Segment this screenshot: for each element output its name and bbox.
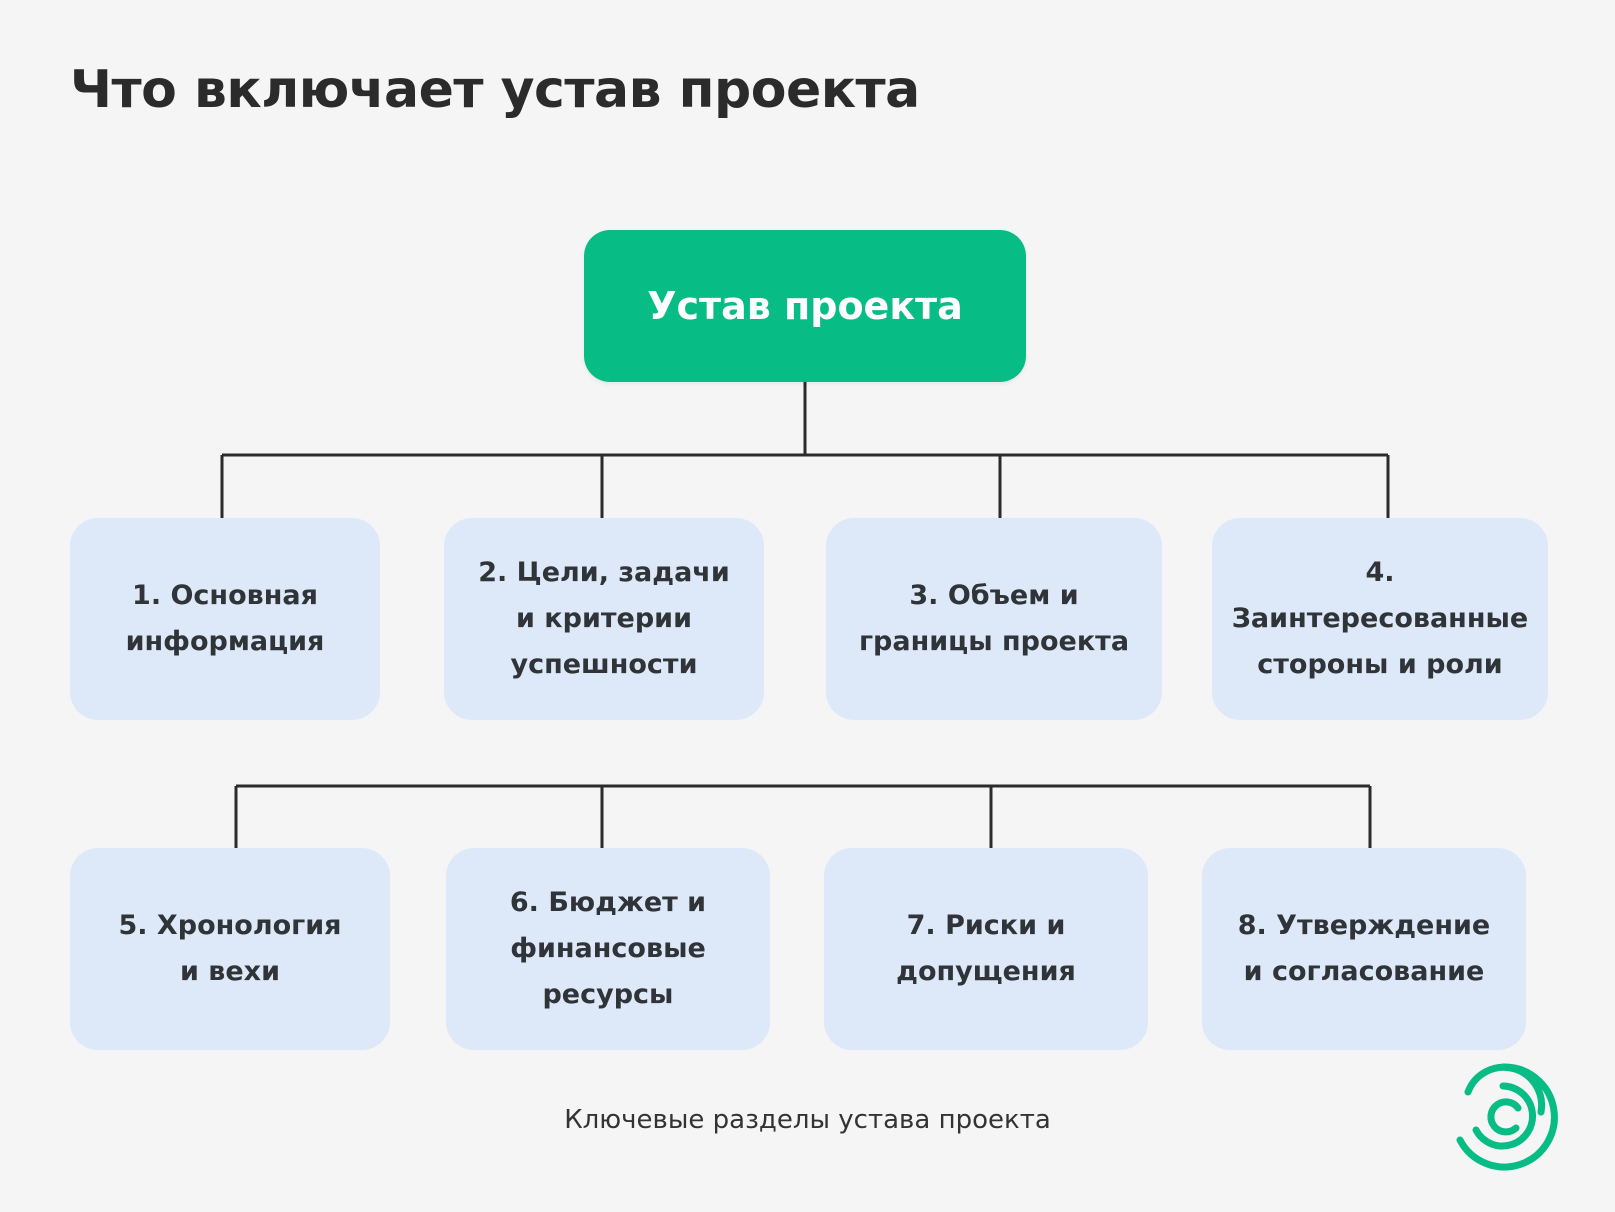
- section-node-3: 3. Объем и границы проекта: [826, 518, 1162, 720]
- spiral-logo-icon: [1456, 1063, 1558, 1171]
- section-node-6: 6. Бюджет и финансовые ресурсы: [446, 848, 770, 1050]
- root-node: Устав проекта: [584, 230, 1026, 382]
- section-node-8: 8. Утверждение и согласование: [1202, 848, 1526, 1050]
- diagram-caption: Ключевые разделы устава проекта: [564, 1105, 1051, 1135]
- diagram-title: Что включает устав проекта: [70, 60, 920, 120]
- section-node-1: 1. Основная информация: [70, 518, 380, 720]
- section-node-7: 7. Риски и допущения: [824, 848, 1148, 1050]
- section-node-4: 4. Заинтересованные стороны и роли: [1212, 518, 1548, 720]
- section-node-5: 5. Хронология и вехи: [70, 848, 390, 1050]
- section-node-2: 2. Цели, задачи и критерии успешности: [444, 518, 764, 720]
